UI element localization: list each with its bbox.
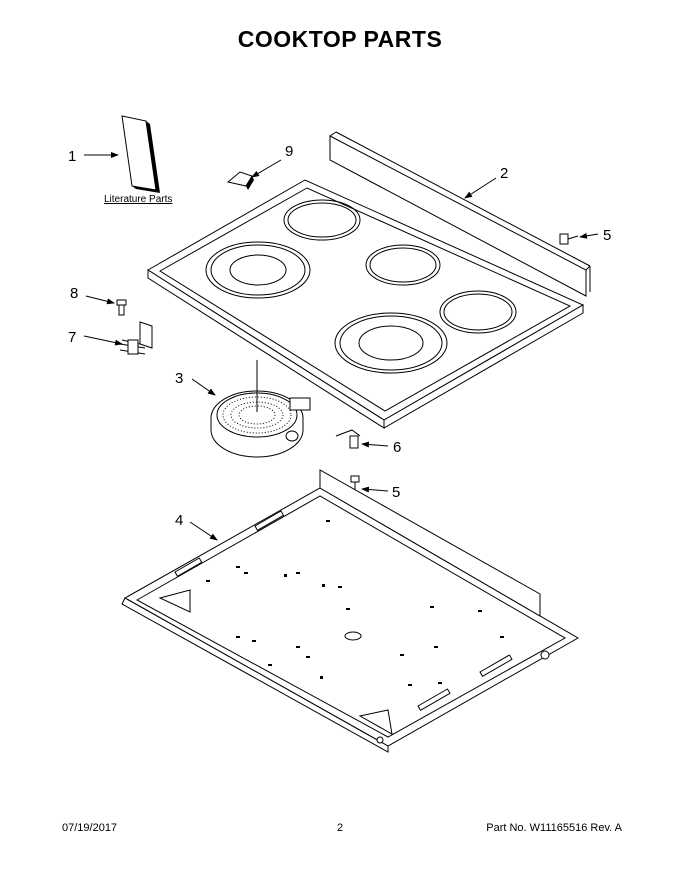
literature-booklet xyxy=(121,115,160,193)
cooktop-glass xyxy=(147,131,591,429)
callout-5-middle: 5 xyxy=(392,484,400,501)
callout-9: 9 xyxy=(285,143,293,160)
callout-8: 8 xyxy=(70,285,78,302)
wire-connector xyxy=(335,429,361,449)
screw-left xyxy=(116,299,127,316)
callout-6: 6 xyxy=(393,439,401,456)
callout-7: 7 xyxy=(68,329,76,346)
page-title: COOKTOP PARTS xyxy=(237,26,443,52)
footer-part-number: Part No. W11165516 Rev. A xyxy=(486,822,622,834)
callout-3: 3 xyxy=(175,370,183,387)
callout-1: 1 xyxy=(68,148,76,165)
footer-date: 07/19/2017 xyxy=(62,822,118,834)
cooktop-frame xyxy=(121,469,580,753)
leader-lines xyxy=(83,152,599,541)
footer-page-number: 2 xyxy=(336,822,344,834)
screw-top xyxy=(559,233,579,245)
radiant-element xyxy=(210,360,311,458)
callout-5-top: 5 xyxy=(603,227,611,244)
terminal-bracket xyxy=(119,321,153,355)
clip-part xyxy=(226,171,254,190)
literature-parts-label: Literature Parts xyxy=(104,194,172,205)
callout-4: 4 xyxy=(175,512,183,529)
callout-2: 2 xyxy=(500,165,508,182)
